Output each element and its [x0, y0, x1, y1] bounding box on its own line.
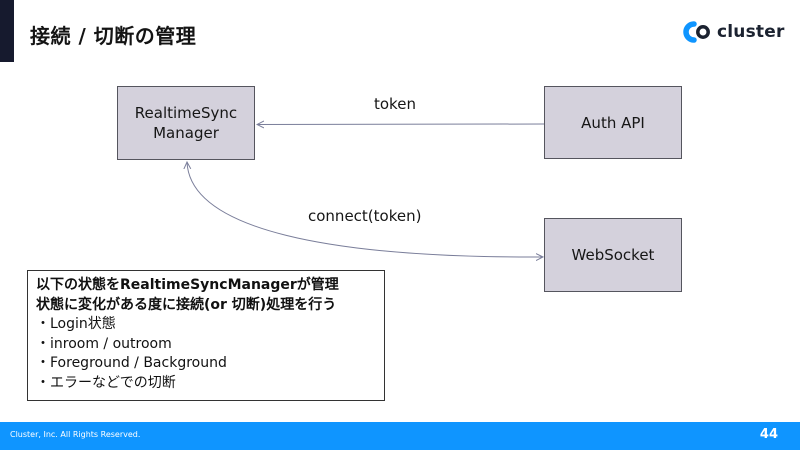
logo-text: cluster [717, 22, 785, 42]
edge-label-token: token [374, 95, 416, 113]
note-box: 以下の状態をRealtimeSyncManagerが管理 状態に変化がある度に接… [27, 270, 385, 401]
title-accent-bar [0, 0, 14, 62]
note-line-1: 以下の状態をRealtimeSyncManagerが管理 [36, 277, 339, 293]
node-auth-label: Auth API [581, 113, 645, 132]
note-item: ・inroom / outroom [36, 335, 172, 352]
cluster-logo-icon [683, 21, 710, 43]
node-rtsm-label-line2: Manager [153, 124, 219, 142]
edge-label-connect: connect(token) [308, 207, 422, 225]
token-arrow [257, 124, 545, 125]
note-item: ・Login状態 [36, 316, 116, 332]
cluster-logo: cluster [683, 17, 785, 47]
footer-bar: Cluster, Inc. All Rights Reserved. 44 [0, 422, 800, 450]
footer-copyright: Cluster, Inc. All Rights Reserved. [10, 430, 141, 439]
node-websocket: WebSocket [544, 218, 682, 292]
node-rtsm-label-line1: RealtimeSync [134, 104, 238, 122]
note-item: ・エラーなどでの切断 [36, 374, 176, 391]
node-ws-label: WebSocket [571, 246, 655, 264]
page-number: 44 [759, 427, 778, 442]
node-auth-api: Auth API [544, 86, 682, 159]
slide-title: 接続 / 切断の管理 [30, 24, 197, 48]
note-item: ・Foreground / Background [36, 355, 227, 371]
note-line-2: 状態に変化がある度に接続(or 切断)処理を行う [36, 296, 337, 313]
connect-arrow [187, 162, 543, 257]
node-realtimesyncmanager: RealtimeSync Manager [117, 86, 255, 160]
